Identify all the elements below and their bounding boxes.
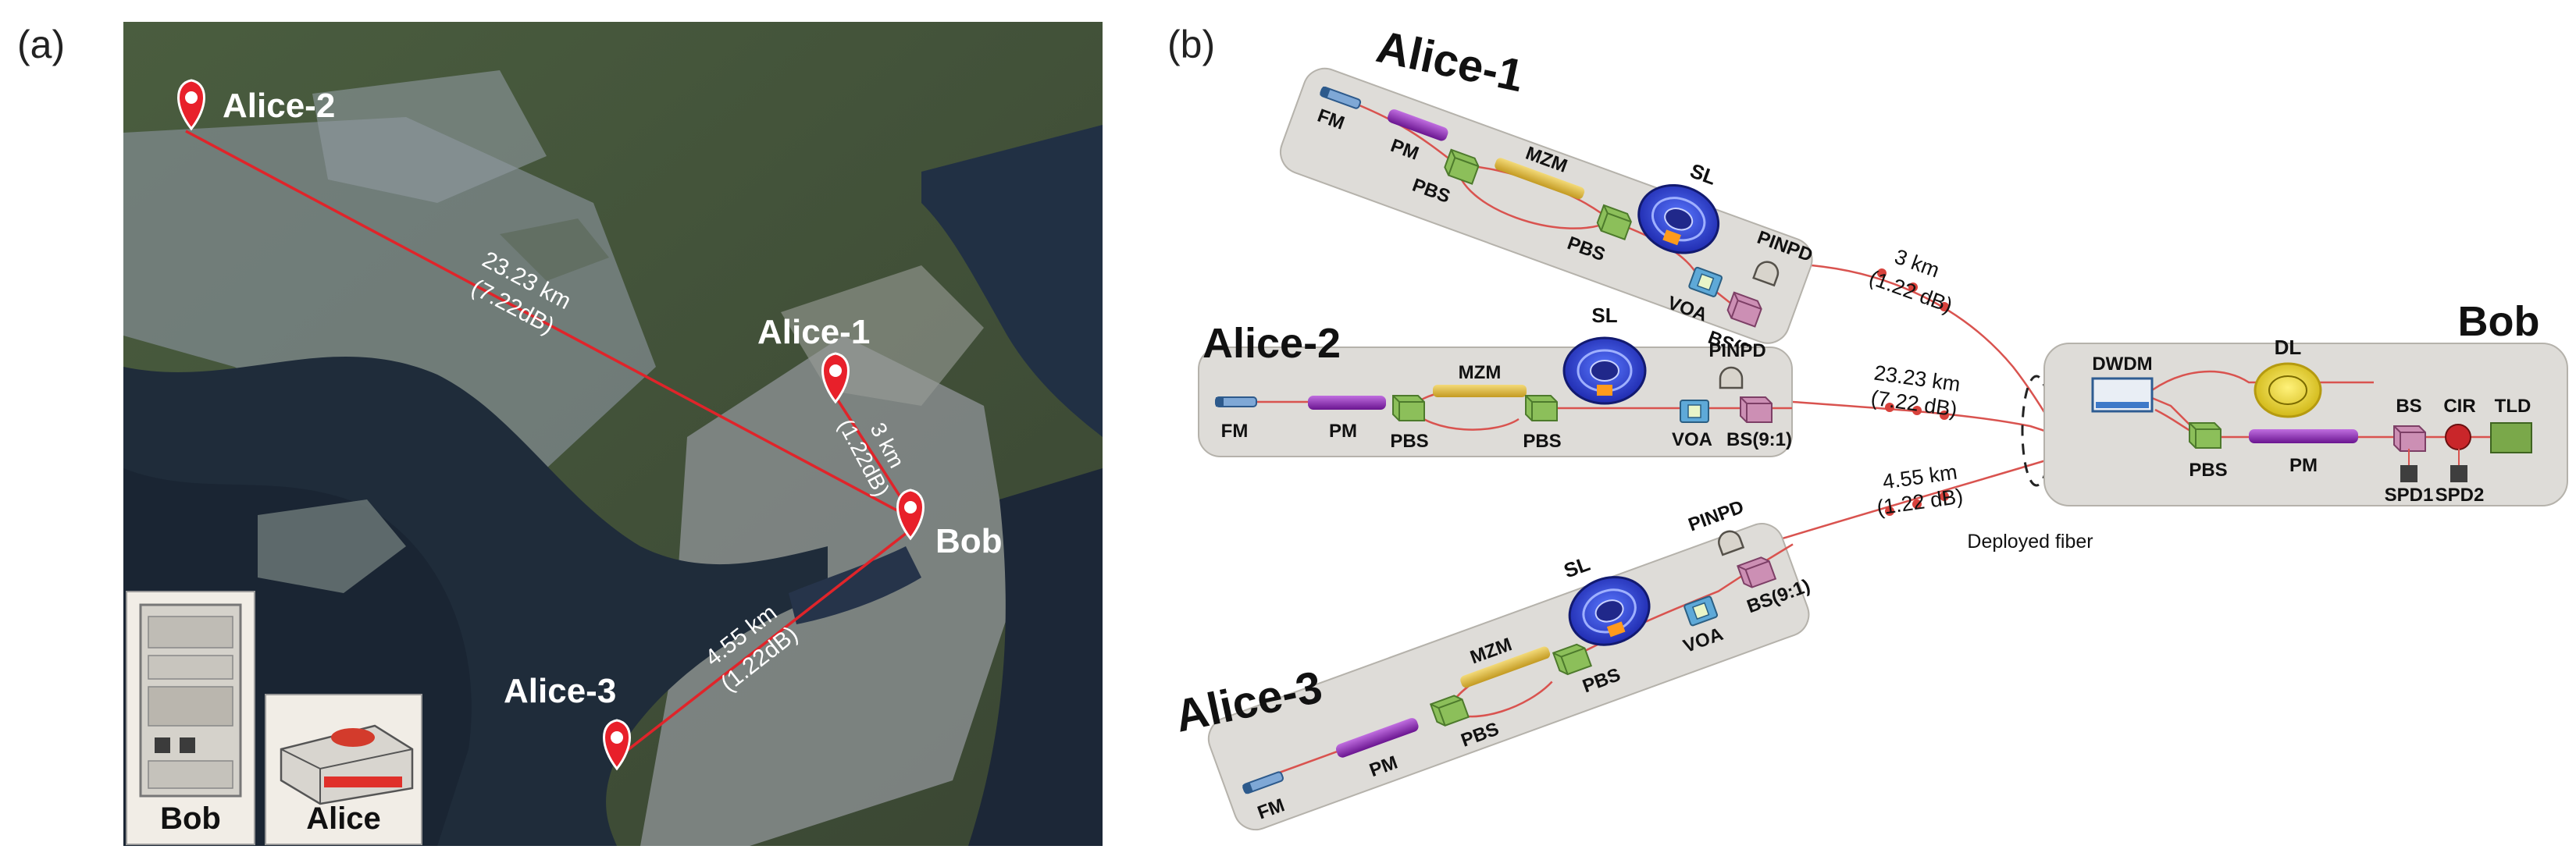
alice3-pm-icon bbox=[1335, 718, 1419, 758]
site-alice2-label: Alice-2 bbox=[223, 87, 335, 125]
alice2-pbs-b-label: PBS bbox=[1523, 431, 1561, 452]
alice1-pm-icon bbox=[1388, 109, 1448, 141]
panel-a: (a) Alice- bbox=[17, 22, 1103, 846]
bob-dwdm-label: DWDM bbox=[2092, 354, 2152, 375]
fiber-spool-dots bbox=[1877, 268, 1949, 516]
bob-dl-label: DL bbox=[2275, 336, 2302, 359]
link-alice1-bob bbox=[834, 396, 914, 516]
bob-bs-label: BS bbox=[2396, 396, 2421, 417]
alice3-sl-label: SL bbox=[1561, 552, 1594, 583]
alice2-pbs-a-label: PBS bbox=[1390, 431, 1428, 452]
alice2-bs-label: BS(9:1) bbox=[1726, 429, 1792, 450]
bob-pm-label: PM bbox=[2289, 455, 2318, 476]
inset-bob: Bob bbox=[126, 591, 255, 845]
inset-alice: Alice bbox=[265, 694, 422, 845]
alice3-pinpd-label: PINPD bbox=[1686, 496, 1747, 535]
alice2-pm-icon bbox=[1308, 396, 1386, 410]
alice2-pbs-a-icon bbox=[1392, 395, 1425, 421]
bob-spd1-icon bbox=[2400, 465, 2417, 482]
alice1-name: Alice-1 bbox=[1372, 21, 1528, 101]
link-alice2-bob bbox=[185, 130, 918, 523]
alice2-name: Alice-2 bbox=[1202, 320, 1341, 367]
site-alice1-label: Alice-1 bbox=[757, 313, 870, 351]
board-alice2: FM PM PBS MZM PBS SL VOA PINPD BS(9:1) bbox=[1198, 304, 1793, 457]
bob-spd2-icon bbox=[2450, 465, 2467, 482]
satellite-map: Alice-2 Alice-1 Bob Alice-3 23.23 km (7.… bbox=[123, 22, 1103, 846]
alice2-mzm-icon bbox=[1433, 385, 1527, 397]
link-alice3-bob bbox=[612, 523, 919, 762]
alice2-pm-label: PM bbox=[1329, 421, 1357, 442]
bob-cir-icon bbox=[2445, 424, 2471, 450]
site-alice3-label: Alice-3 bbox=[504, 672, 616, 710]
bob-tld-icon bbox=[2490, 422, 2532, 453]
bob-cir-label: CIR bbox=[2443, 396, 2475, 417]
panel-a-label: (a) bbox=[17, 23, 65, 66]
alice2-pbs-b-icon bbox=[1525, 395, 1558, 421]
bob-pbs-label: PBS bbox=[2189, 460, 2227, 481]
alice2-fm-label: FM bbox=[1221, 421, 1249, 442]
alice2-pinpd-icon bbox=[1719, 366, 1744, 389]
alice2-voa-icon bbox=[1680, 400, 1709, 423]
alice2-bs-icon bbox=[1740, 396, 1773, 423]
alice2-sl-label: SL bbox=[1591, 304, 1617, 327]
board-bob: Bob DWDM DL PBS PM BS CIR TLD SPD1 SPD2 bbox=[2043, 298, 2568, 506]
bob-pm-icon bbox=[2249, 429, 2358, 443]
bob-spd2-label: SPD2 bbox=[2435, 485, 2485, 506]
alice1-sl-label: SL bbox=[1687, 158, 1720, 190]
board-alice3: FM PM PBS MZM PBS SL VOA PINPD BS(9:1) bbox=[1207, 496, 1813, 831]
site-bob-label: Bob bbox=[935, 522, 1003, 560]
bob-tld-label: TLD bbox=[2495, 396, 2531, 417]
bob-spd1-label: SPD1 bbox=[2385, 485, 2434, 506]
alice2-mzm-label: MZM bbox=[1459, 362, 1502, 383]
panel-b-label: (b) bbox=[1167, 23, 1215, 66]
inset-alice-label: Alice bbox=[306, 801, 381, 836]
alice2-fm-icon bbox=[1215, 396, 1257, 407]
deployed-fiber-label: Deployed fiber bbox=[1967, 531, 2093, 553]
alice2-sl-icon bbox=[1562, 336, 1647, 405]
inset-bob-label: Bob bbox=[160, 801, 221, 836]
bob-pbs-icon bbox=[2189, 422, 2221, 449]
bob-name: Bob bbox=[2458, 298, 2540, 345]
alice2-pinpd-label: PINPD bbox=[1708, 340, 1765, 361]
panel-b: (b) 3 km (1.22 dB) 23.23 km (7.22 dB) 4.… bbox=[1167, 21, 2568, 831]
alice1-mzm-icon bbox=[1495, 158, 1585, 200]
bob-bs-icon bbox=[2393, 425, 2426, 452]
alice2-voa-label: VOA bbox=[1672, 429, 1712, 450]
board-alice1: FM PM PBS MZM PBS SL VOA PINPD BS(9:1) bbox=[1280, 67, 1815, 369]
alice3-mzm-icon bbox=[1460, 646, 1551, 688]
bob-dl-icon bbox=[2254, 362, 2322, 418]
